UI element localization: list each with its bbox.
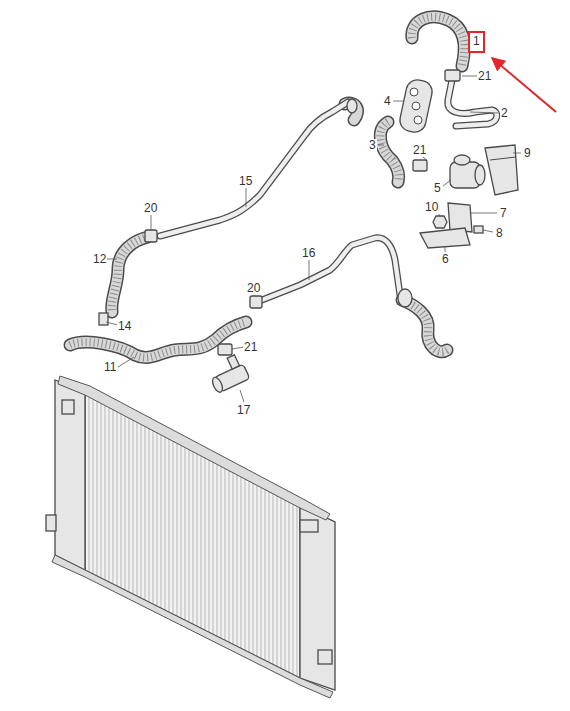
callout-number: 14 <box>117 320 132 333</box>
callout-number: 6 <box>441 253 450 266</box>
callout-number: 20 <box>143 202 158 215</box>
callout-number: 10 <box>424 201 439 214</box>
callout-number: 16 <box>301 247 316 260</box>
hoses <box>70 17 464 358</box>
callout-number: 21 <box>243 341 258 354</box>
callout-number: 4 <box>383 95 392 108</box>
callout-number: 21 <box>477 70 492 83</box>
callout-number: 2 <box>500 107 509 120</box>
callout-number: 5 <box>433 182 442 195</box>
radiator <box>46 376 335 698</box>
callout-number: 8 <box>495 227 504 240</box>
callout-number: 15 <box>238 175 253 188</box>
callout-number: 17 <box>236 404 251 417</box>
callout-number: 21 <box>412 144 427 157</box>
callout-number: 20 <box>246 282 261 295</box>
callout-number: 12 <box>92 253 107 266</box>
coolant-pipes <box>160 80 497 300</box>
parts <box>99 70 518 394</box>
highlight-box: 1 <box>468 31 485 53</box>
callout-number: 3 <box>368 139 377 152</box>
pointer-arrow <box>492 58 556 112</box>
callout-number: 1 <box>473 34 480 48</box>
callout-number: 9 <box>523 147 532 160</box>
leader-lines <box>106 76 521 402</box>
callout-number: 11 <box>103 361 117 374</box>
callout-number: 7 <box>499 207 508 220</box>
